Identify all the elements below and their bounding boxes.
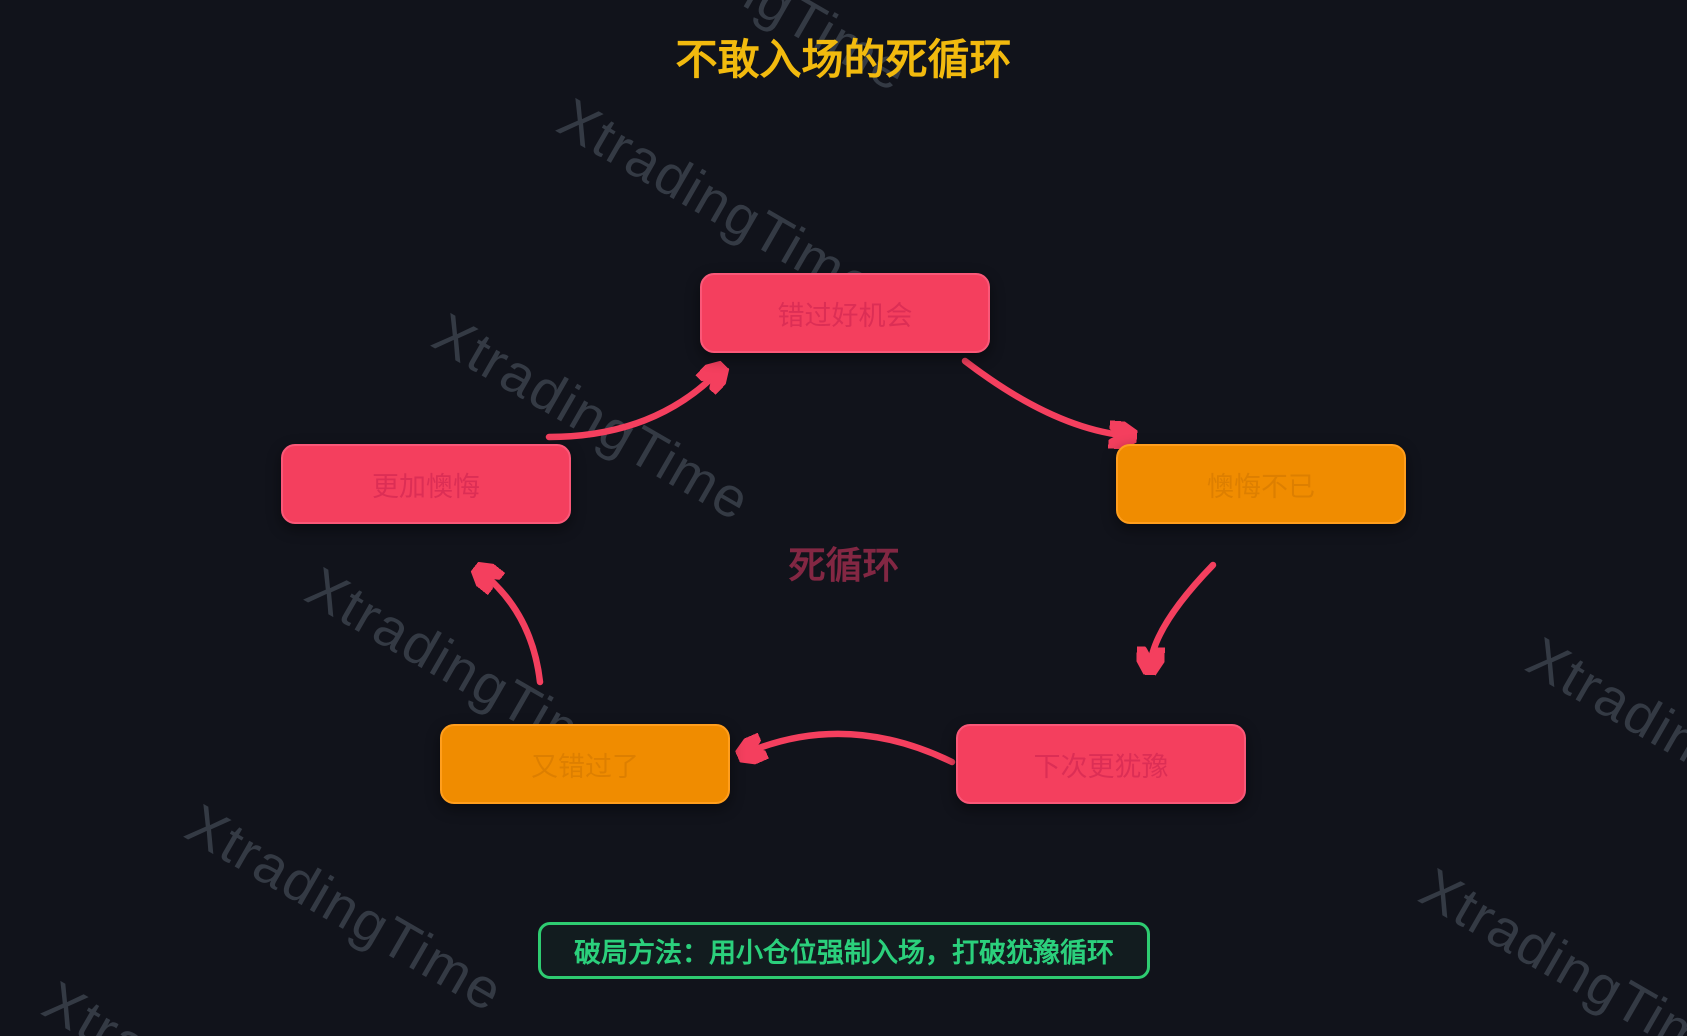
- arrow-right-to-bottom-right: [1150, 561, 1217, 668]
- watermark-text: XtradingTime: [33, 968, 373, 1036]
- node-missed-opportunity: 错过好机会: [700, 273, 990, 353]
- node-label: 更加懊悔: [372, 471, 480, 502]
- solution-text: 破局方法：用小仓位强制入场，打破犹豫循环: [574, 938, 1114, 968]
- node-label: 懊悔不已: [1207, 471, 1315, 502]
- node-label: 下次更犹豫: [1033, 751, 1169, 782]
- watermark-text: XtradingTime: [1517, 624, 1687, 857]
- diagram-title: 不敢入场的死循环: [675, 36, 1012, 83]
- arrow-top-to-right: [961, 357, 1130, 436]
- solution-box: 破局方法：用小仓位强制入场，打破犹豫循环: [538, 922, 1150, 979]
- arrow-bottom-right-to-bottom-left: [744, 730, 956, 766]
- node-label: 又错过了: [531, 751, 639, 782]
- node-label: 错过好机会: [777, 300, 913, 331]
- watermark-text: XtradingTime: [176, 791, 515, 1024]
- watermark-text: XtradingTime: [1410, 855, 1687, 1036]
- node-more-hesitant: 下次更犹豫: [956, 724, 1246, 804]
- node-missed-again: 又错过了: [440, 724, 730, 804]
- node-deep-regret: 懊悔不已: [1116, 444, 1406, 524]
- cycle-center-label: 死循环: [788, 545, 900, 586]
- node-more-regret: 更加懊悔: [281, 444, 571, 524]
